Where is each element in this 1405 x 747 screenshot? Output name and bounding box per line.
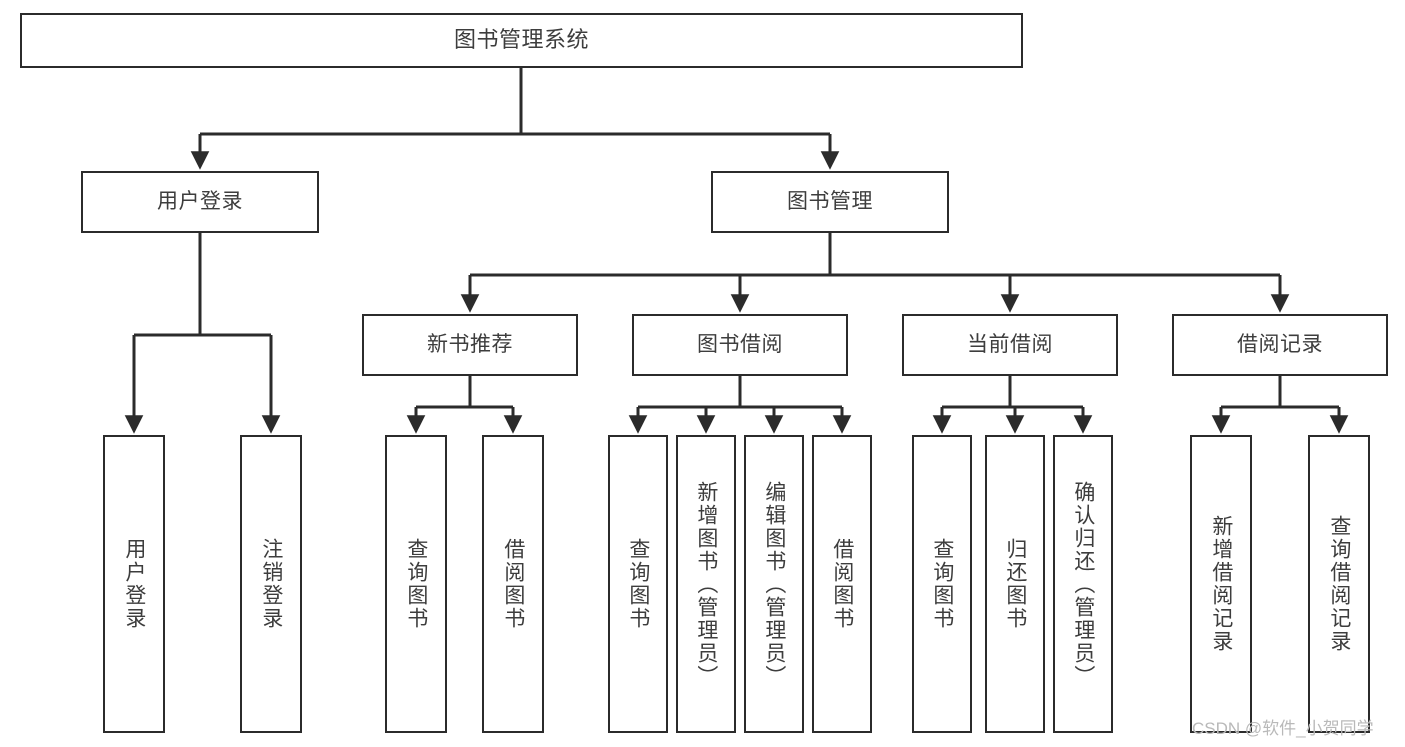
node-label: 注销登录 — [259, 538, 283, 630]
node-label: 查询借阅记录 — [1327, 515, 1351, 653]
node-label: 图书借阅 — [697, 333, 783, 357]
node-leaf-query-book-1[interactable]: 查询图书 — [385, 435, 447, 733]
node-label: 新增借阅记录 — [1209, 515, 1233, 653]
node-leaf-user-login[interactable]: 用户登录 — [103, 435, 165, 733]
node-leaf-logout[interactable]: 注销登录 — [240, 435, 302, 733]
node-label: 借阅记录 — [1237, 333, 1323, 357]
node-book-borrowing[interactable]: 图书借阅 — [632, 314, 848, 376]
node-current-borrowing[interactable]: 当前借阅 — [902, 314, 1118, 376]
node-leaf-return-book[interactable]: 归还图书 — [985, 435, 1045, 733]
node-root-system[interactable]: 图书管理系统 — [20, 13, 1023, 68]
node-new-book-recommendation[interactable]: 新书推荐 — [362, 314, 578, 376]
node-label: 图书管理 — [787, 190, 873, 214]
node-leaf-edit-book[interactable]: 编辑图书（管理员） — [744, 435, 804, 733]
node-label: 用户登录 — [157, 190, 243, 214]
node-leaf-query-book-2[interactable]: 查询图书 — [608, 435, 668, 733]
node-label: 图书管理系统 — [453, 27, 589, 53]
csdn-watermark: CSDN @软件_小贺同学 — [1192, 719, 1374, 738]
node-leaf-borrow-book-2[interactable]: 借阅图书 — [812, 435, 872, 733]
node-user-login[interactable]: 用户登录 — [81, 171, 319, 233]
node-label: 借阅图书 — [501, 538, 525, 630]
node-leaf-add-book[interactable]: 新增图书（管理员） — [676, 435, 736, 733]
node-label: 查询图书 — [930, 538, 954, 630]
node-leaf-query-book-3[interactable]: 查询图书 — [912, 435, 972, 733]
node-label: 新书推荐 — [427, 333, 513, 357]
node-leaf-confirm-return[interactable]: 确认归还（管理员） — [1053, 435, 1113, 733]
node-borrowing-record[interactable]: 借阅记录 — [1172, 314, 1388, 376]
node-label: 编辑图书（管理员） — [762, 480, 786, 688]
node-leaf-borrow-book-1[interactable]: 借阅图书 — [482, 435, 544, 733]
node-label: 用户登录 — [122, 538, 146, 630]
node-label: 确认归还（管理员） — [1071, 480, 1095, 688]
node-label: 借阅图书 — [830, 538, 854, 630]
node-book-management[interactable]: 图书管理 — [711, 171, 949, 233]
node-label: 归还图书 — [1003, 538, 1027, 630]
node-label: 查询图书 — [626, 538, 650, 630]
node-label: 当前借阅 — [967, 333, 1053, 357]
node-label: 查询图书 — [404, 538, 428, 630]
node-leaf-query-borrow-record[interactable]: 查询借阅记录 — [1308, 435, 1370, 733]
node-label: 新增图书（管理员） — [694, 480, 718, 688]
node-leaf-add-borrow-record[interactable]: 新增借阅记录 — [1190, 435, 1252, 733]
